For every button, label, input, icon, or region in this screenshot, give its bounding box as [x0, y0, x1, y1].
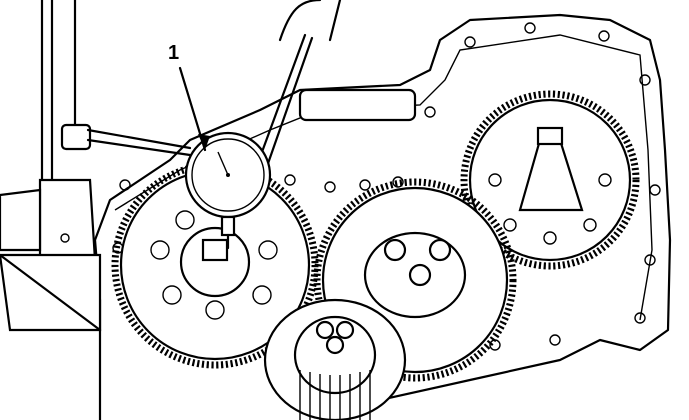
dial-indicator [184, 131, 272, 250]
hand [278, 0, 342, 42]
housing-outline [93, 13, 672, 420]
magnetic-stand [0, 0, 192, 332]
upper-right-gear [460, 90, 640, 270]
bracket [298, 88, 417, 122]
callout-1: 1 [168, 42, 180, 64]
bottom-hub [263, 298, 407, 420]
